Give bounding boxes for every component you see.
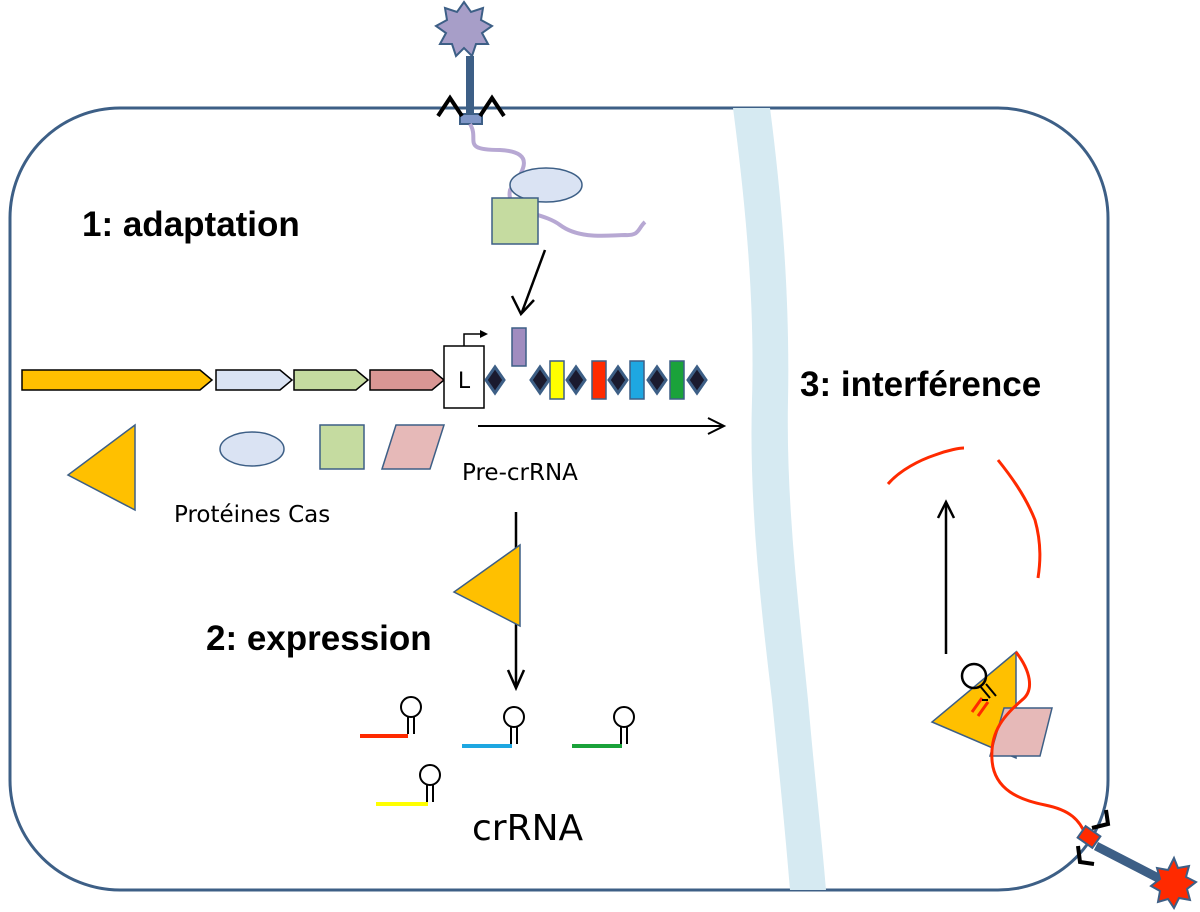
degraded-dna-fragment-left	[886, 446, 965, 485]
spacer-red	[591, 360, 607, 400]
expression-arrow-head	[506, 669, 526, 692]
crrna-item-red	[360, 696, 422, 738]
spacer-green	[669, 360, 685, 400]
crrna-item-green	[572, 706, 635, 748]
cascade-crrna-hairpin	[970, 697, 990, 717]
promoter-arrow	[463, 333, 484, 346]
interference-arrow-head	[936, 499, 956, 519]
crrna-label: crRNA	[472, 808, 584, 849]
cas2-ellipse-adaptation	[509, 167, 583, 203]
cas-protein-orange-triangle	[66, 423, 136, 512]
cas-gene-orange	[21, 369, 214, 391]
spacer-yellow	[549, 360, 565, 400]
pre-crrna-label: Pre-crRNA	[462, 460, 578, 486]
repeat-diamond	[565, 364, 587, 396]
cas-protein-pink-rhombus	[380, 424, 446, 470]
phage-top-leg-right	[478, 94, 506, 118]
divider-band	[733, 108, 826, 890]
spacer-cyan	[629, 360, 645, 400]
promoter-arrow-head	[480, 330, 488, 338]
crispr-array	[484, 360, 708, 400]
phage-bottom-leg-upper	[1091, 809, 1111, 830]
phage-bottom	[1076, 809, 1198, 910]
phage-bottom-leg-lower	[1076, 845, 1095, 866]
phage-bottom-head	[1149, 855, 1198, 910]
cascade-crrna-loop	[960, 662, 988, 690]
crrna-item-cyan	[462, 706, 525, 748]
phage-top-tail	[466, 56, 474, 116]
leader-label: L	[458, 369, 471, 394]
target-dna-strand	[990, 651, 1088, 837]
cell-membrane	[8, 106, 1110, 892]
cas-protein-green-square	[319, 424, 365, 470]
cascade-crrna-loop-stem	[979, 683, 997, 699]
repeat-diamond	[529, 364, 551, 396]
step-interference-label: 3: interférence	[800, 365, 1041, 404]
cas-gene-pink	[369, 369, 446, 391]
cas6-triangle-processing	[452, 543, 521, 628]
arrow-integration	[520, 249, 547, 313]
cas-gene-green	[293, 369, 370, 391]
crrna-item-yellow	[376, 764, 441, 806]
phage-bottom-tail	[1093, 841, 1165, 885]
repeat-diamond	[646, 364, 668, 396]
repeat-diamond	[607, 364, 629, 396]
repeat-diamond	[686, 364, 708, 396]
cas-proteins-label: Protéines Cas	[174, 502, 330, 528]
degraded-dna-fragment-right	[996, 459, 1042, 579]
cas-gene-blue	[215, 369, 294, 391]
transcription-arrow-head	[707, 417, 727, 435]
phage-top-leg-left	[436, 94, 464, 118]
new-spacer	[511, 327, 527, 367]
step-adaptation-label: 1: adaptation	[82, 205, 300, 244]
arrow-integration-head	[510, 295, 535, 317]
cas-protein-blue-ellipse	[219, 431, 285, 467]
step-expression-label: 2: expression	[206, 619, 432, 658]
cas-green-square-adaptation	[491, 197, 539, 245]
phage-top-head	[434, 0, 494, 58]
repeat-diamond	[484, 364, 506, 396]
phage-top-baseplate	[459, 113, 483, 125]
phage-bottom-baseplate	[1076, 824, 1102, 850]
